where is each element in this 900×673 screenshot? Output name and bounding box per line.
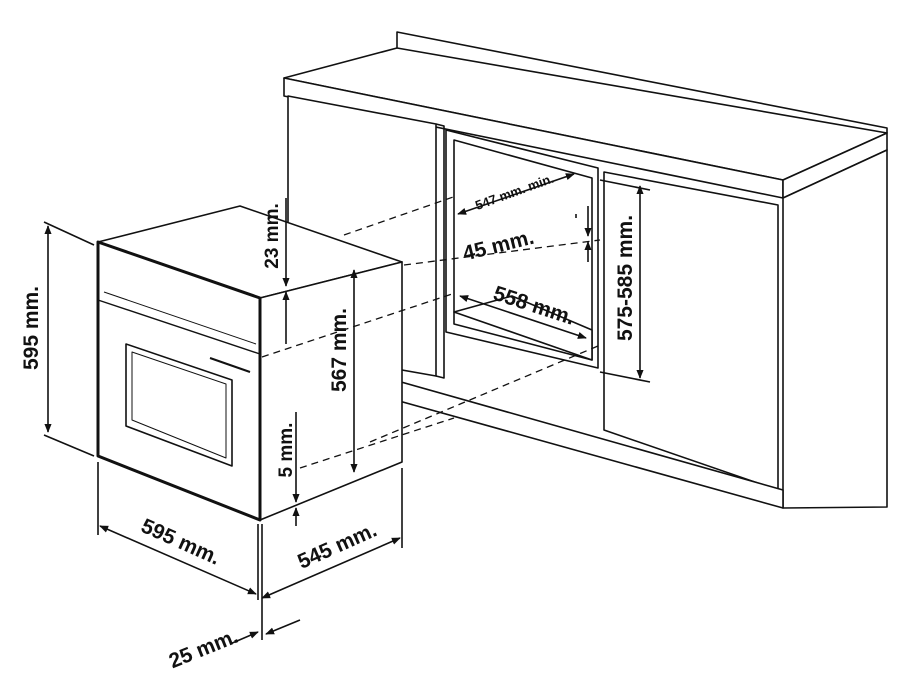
cabinet-side (782, 149, 888, 509)
label-body-height: 567 mm. (328, 308, 351, 392)
dimension-lines (43, 173, 651, 645)
label-bottom-gap: 5 mm. (276, 423, 297, 478)
oven-window (125, 343, 233, 467)
label-top-gap: 23 mm. (262, 203, 283, 268)
oven-body (96, 205, 403, 522)
label-oven-height: 595 mm. (20, 286, 43, 370)
label-front-panel: 25 mm. (166, 625, 242, 673)
label-niche-height: 575-585 mm. (614, 215, 637, 341)
